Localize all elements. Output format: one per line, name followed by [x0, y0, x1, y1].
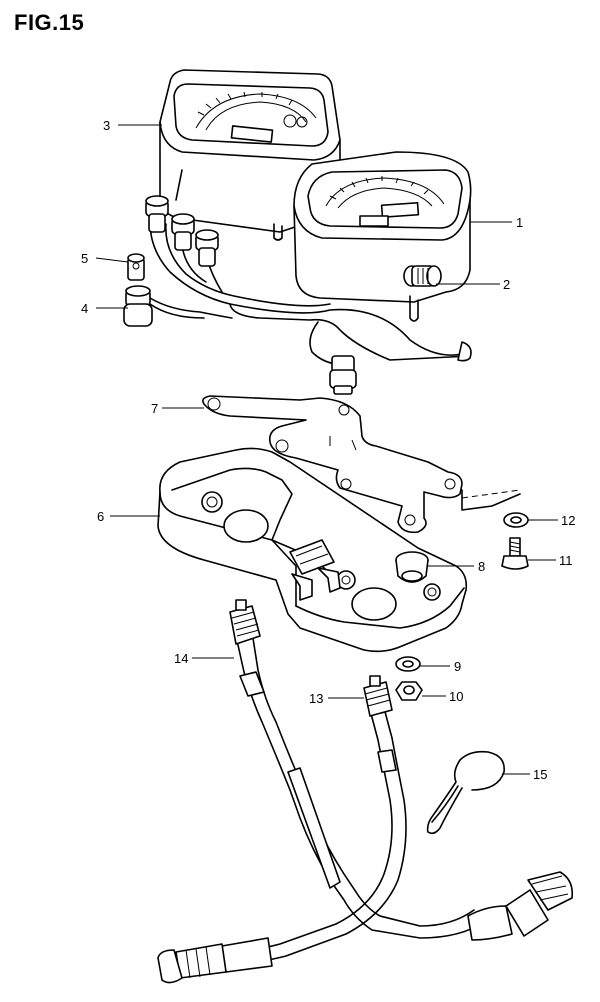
part-11-bolt	[501, 537, 529, 570]
callout-1: 1	[516, 215, 523, 230]
part-1-gauge	[293, 151, 472, 322]
part-5-bulb	[127, 253, 145, 281]
wiring-harness	[123, 195, 472, 395]
part-15-clip	[426, 750, 505, 835]
bulb-socket-a	[145, 195, 169, 233]
bulb-socket-c	[195, 229, 219, 267]
callout-15: 15	[533, 767, 547, 782]
leader-lines	[95, 124, 558, 775]
callout-4: 4	[81, 301, 88, 316]
bulb-socket-b	[171, 213, 195, 251]
part-14-cable	[229, 599, 574, 941]
callout-8: 8	[478, 559, 485, 574]
callout-5: 5	[81, 251, 88, 266]
callout-12: 12	[561, 513, 575, 528]
callout-3: 3	[103, 118, 110, 133]
part-9-washer	[395, 656, 421, 672]
figure-title: FIG.15	[14, 10, 85, 35]
part-12-washer	[503, 512, 529, 528]
callout-labels: 3 1 2 5 4 7 6 12 8 11 14 9 13 10 15	[81, 118, 575, 782]
part-4-socket	[123, 285, 153, 327]
part-8-grommet	[395, 551, 429, 583]
callout-6: 6	[97, 509, 104, 524]
callout-13: 13	[309, 691, 323, 706]
part-7-bracket	[202, 395, 521, 534]
part-6-housing	[157, 447, 468, 653]
callout-10: 10	[449, 689, 463, 704]
callout-11: 11	[559, 553, 573, 568]
part-13-cable	[157, 675, 407, 984]
callout-7: 7	[151, 401, 158, 416]
callout-9: 9	[454, 659, 461, 674]
part-10-nut	[395, 681, 423, 701]
part-2-knob	[403, 265, 442, 287]
callout-2: 2	[503, 277, 510, 292]
callout-14: 14	[174, 651, 188, 666]
